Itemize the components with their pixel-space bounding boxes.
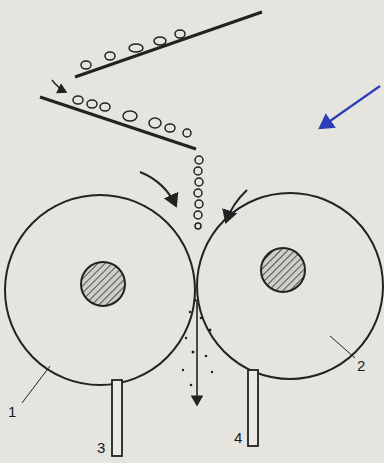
leader-line xyxy=(330,336,355,358)
callout-number: 3 xyxy=(97,440,105,455)
rotation-arrow xyxy=(226,190,247,222)
leader-line xyxy=(22,366,50,403)
scraper xyxy=(248,370,258,446)
seeds xyxy=(73,30,203,229)
roller xyxy=(5,195,195,385)
scraper xyxy=(112,380,122,456)
upper-chute xyxy=(75,12,262,77)
feed-arrow xyxy=(52,80,66,92)
flow-arrow xyxy=(196,300,198,405)
roller-shaft xyxy=(261,248,305,292)
annotation-arrow xyxy=(320,86,380,128)
particles xyxy=(182,299,213,387)
rotation-arrow xyxy=(140,172,176,206)
callout-number: 1 xyxy=(8,404,16,419)
lower-chute xyxy=(40,97,196,149)
roller-shaft xyxy=(81,262,125,306)
callout-number: 2 xyxy=(357,358,365,373)
callout-number: 4 xyxy=(234,430,242,445)
roller xyxy=(197,193,383,379)
